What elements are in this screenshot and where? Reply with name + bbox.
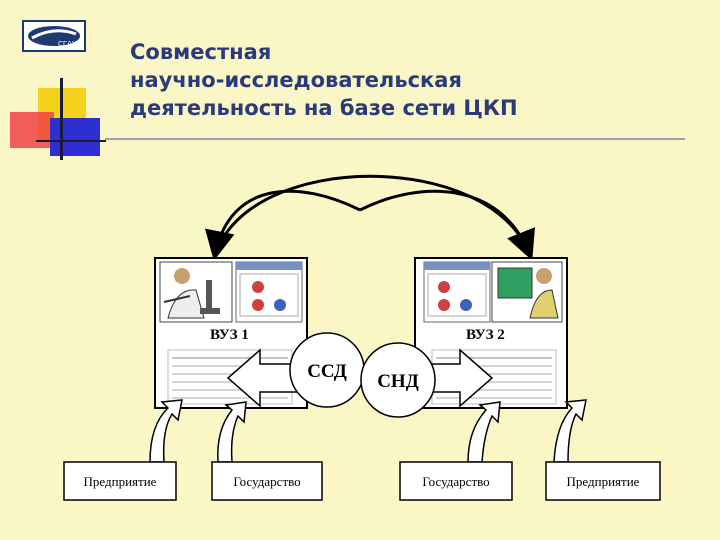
decor-vertical-line [60,78,63,160]
university-2-panel: ВУЗ 2 [414,257,568,409]
decor-horizontal-line [36,140,106,142]
document-thumbnail-right [431,349,557,405]
enterprise-right-label: Предприятие [567,474,640,489]
enterprise-right-arrow [553,399,587,463]
collaboration-arrow-left [205,189,361,261]
scientist-microscope-icon [159,261,233,323]
ssd-circle: ССД [289,332,365,408]
decor-blue-square [50,118,100,156]
state-right-label: Государство [422,474,489,489]
decor-red-square [10,112,54,148]
enterprise-right-box: Предприятие [545,461,661,501]
logo-text: СГАУ [58,40,77,48]
collaboration-arrow-right [359,189,535,261]
university-2-label: ВУЗ 2 [466,327,505,343]
ssd-label: ССД [307,361,347,382]
enterprise-left-label: Предприятие [84,474,157,489]
title-line-1: Совместная [130,40,272,64]
enterprise-left-arrow [149,399,183,463]
snd-circle: СНД [360,342,436,418]
state-right-arrow [467,401,501,463]
scientist-computer-icon [491,261,563,323]
university-logo: СГАУ [22,20,86,52]
state-left-box: Государство [211,461,323,501]
title-line-3: деятельность на базе сети ЦКП [130,96,518,120]
state-left-arrow [217,401,247,463]
state-right-box: Государство [399,461,513,501]
calendar-thumbnail [235,261,303,323]
title-line-2: научно-исследовательская [130,68,462,92]
page-title: Совместная научно-исследовательская деят… [130,38,690,122]
title-divider [105,138,685,140]
snd-label: СНД [377,371,419,392]
calendar-thumbnail-right [423,261,491,323]
university-1-label: ВУЗ 1 [210,327,249,343]
university-1-panel: ВУЗ 1 [154,257,308,409]
state-left-label: Государство [233,474,300,489]
enterprise-left-box: Предприятие [63,461,177,501]
